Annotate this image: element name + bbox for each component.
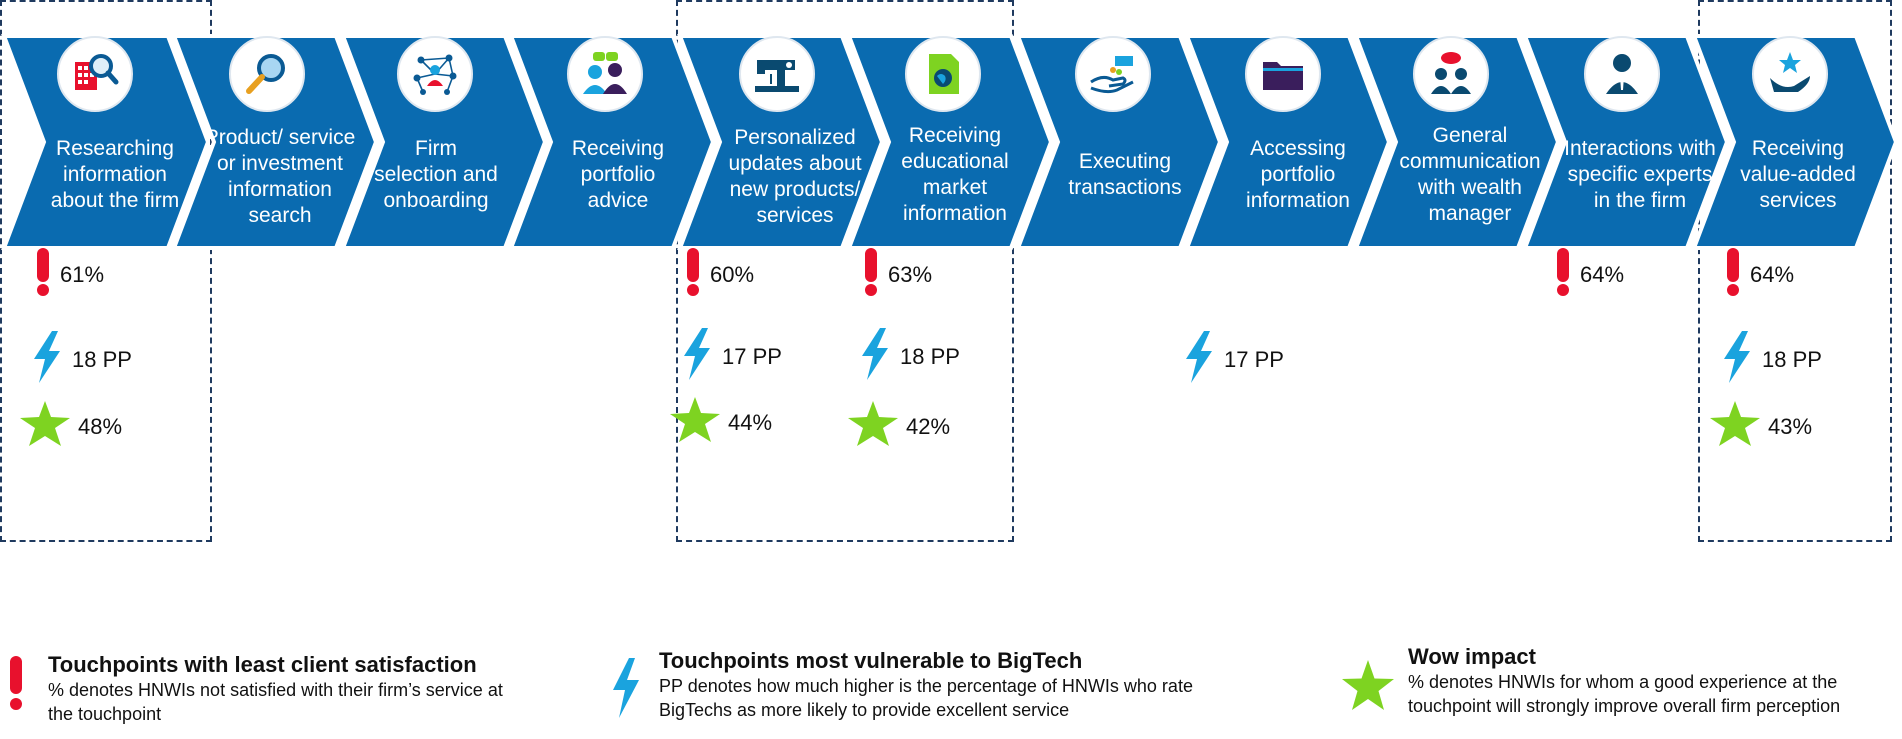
step-label-firm-selection: Firm selection and onboarding — [374, 137, 498, 212]
advisors-icon — [567, 36, 643, 112]
metric-dissatisfied-step10: 64% — [1552, 246, 1624, 303]
building-search-icon — [57, 36, 133, 112]
chevron-step-1 — [1, 34, 211, 250]
metric-wow-step1: 48% — [18, 401, 122, 452]
chevron-strip — [1, 34, 1899, 250]
legend-satisfaction-desc: % denotes HNWIs not satisfied with their… — [48, 680, 503, 724]
network-icon — [397, 36, 473, 112]
lightning-icon — [1180, 331, 1218, 388]
legend-bigtech-title: Touchpoints most vulnerable to BigTech — [659, 648, 1083, 673]
legend-wow-title: Wow impact — [1408, 644, 1536, 669]
star-icon — [846, 401, 900, 452]
metric-value: 44% — [728, 409, 773, 435]
chevron-step-10 — [1522, 34, 1730, 250]
globe-book-icon — [905, 36, 981, 112]
metric-value: 61% — [60, 261, 105, 287]
metric-value: 17 PP — [1224, 346, 1284, 372]
legend-satisfaction: Touchpoints with least client satisfacti… — [4, 652, 584, 726]
folder-icon — [1245, 36, 1321, 112]
lightning-icon — [678, 328, 716, 385]
chevron-step-9 — [1353, 34, 1561, 250]
metric-wow-step6: 42% — [846, 401, 950, 452]
metric-value: 64% — [1750, 261, 1795, 287]
chevron-step-3 — [340, 34, 548, 250]
lightning-icon — [613, 658, 639, 718]
metric-dissatisfied-step5: 60% — [682, 246, 754, 303]
chevron-step-5 — [677, 34, 885, 250]
metric-value: 43% — [1768, 413, 1813, 439]
metric-value: 42% — [906, 413, 951, 439]
exclamation-icon — [10, 656, 22, 710]
metric-value: 18 PP — [72, 346, 132, 372]
hand-star-icon — [1752, 36, 1828, 112]
exclamation-icon — [860, 246, 882, 303]
metric-bigtech-step11: 18 PP — [1718, 331, 1822, 388]
step-label-educational-info: Receiving educational market information — [901, 124, 1009, 225]
step-label-executing-transactions: Executing transactions — [1068, 150, 1182, 199]
metric-bigtech-step7: 17 PP — [1180, 331, 1284, 388]
metric-value: 17 PP — [722, 343, 782, 369]
metric-bigtech-step6: 18 PP — [856, 328, 960, 385]
exclamation-icon — [682, 246, 704, 303]
metric-value: 18 PP — [1762, 346, 1822, 372]
metric-value: 18 PP — [900, 343, 960, 369]
star-icon — [18, 401, 72, 452]
metric-wow-step5: 44% — [668, 397, 772, 448]
exclamation-icon — [32, 246, 54, 303]
chat-people-icon — [1413, 36, 1489, 112]
step-label-personalized-updates: Personalized updates about new products/… — [728, 126, 862, 227]
chevron-step-6 — [846, 34, 1054, 250]
step-label-general-communication: General communication with wealth manage… — [1399, 124, 1541, 225]
exclamation-icon — [1722, 246, 1744, 303]
highlight-box-value-added — [1698, 0, 1892, 542]
chevron-step-2 — [171, 34, 379, 250]
metric-dissatisfied-step6: 63% — [860, 246, 932, 303]
metric-value: 64% — [1580, 261, 1625, 287]
legend-bigtech: Touchpoints most vulnerable to BigTech P… — [605, 648, 1285, 722]
hand-coins-icon — [1075, 36, 1151, 112]
step-label-accessing-portfolio: Accessing portfolio information — [1246, 137, 1350, 212]
legend-wow-desc: % denotes HNWIs for whom a good experien… — [1408, 672, 1841, 716]
star-icon — [668, 397, 722, 448]
chevron-step-8 — [1184, 34, 1392, 250]
chevron-step-7 — [1015, 34, 1223, 250]
step-label-researching: Researching information about the firm — [50, 137, 180, 212]
highlight-box-updates-education — [676, 0, 1014, 542]
expert-icon — [1584, 36, 1660, 112]
metric-value: 48% — [78, 413, 123, 439]
step-label-product-search: Product/ service or investment informati… — [204, 126, 356, 227]
chevron-step-11 — [1691, 34, 1899, 250]
legend-satisfaction-title: Touchpoints with least client satisfacti… — [48, 652, 477, 677]
metric-value: 63% — [888, 261, 933, 287]
metric-value: 60% — [710, 261, 755, 287]
lightning-icon — [856, 328, 894, 385]
chevron-step-4 — [508, 34, 716, 250]
step-label-expert-interactions: Interactions with specific experts in th… — [1564, 137, 1716, 212]
lightning-icon — [28, 331, 66, 388]
metric-bigtech-step5: 17 PP — [678, 328, 782, 385]
metric-bigtech-step1: 18 PP — [28, 331, 132, 388]
legend-bigtech-desc: PP denotes how much higher is the percen… — [659, 676, 1193, 720]
sewing-machine-icon — [739, 36, 815, 112]
metric-dissatisfied-step1: 61% — [32, 246, 104, 303]
highlight-box-research — [0, 0, 212, 542]
star-icon — [1708, 401, 1762, 452]
step-label-portfolio-advice: Receiving portfolio advice — [571, 137, 665, 212]
metric-wow-step11: 43% — [1708, 401, 1812, 452]
metric-dissatisfied-step11: 64% — [1722, 246, 1794, 303]
star-icon — [1342, 660, 1394, 710]
step-label-value-added: Receiving value-added services — [1740, 137, 1856, 212]
exclamation-icon — [1552, 246, 1574, 303]
legend-wow: Wow impact % denotes HNWIs for whom a go… — [1340, 644, 1900, 718]
magnifier-icon — [229, 36, 305, 112]
lightning-icon — [1718, 331, 1756, 388]
